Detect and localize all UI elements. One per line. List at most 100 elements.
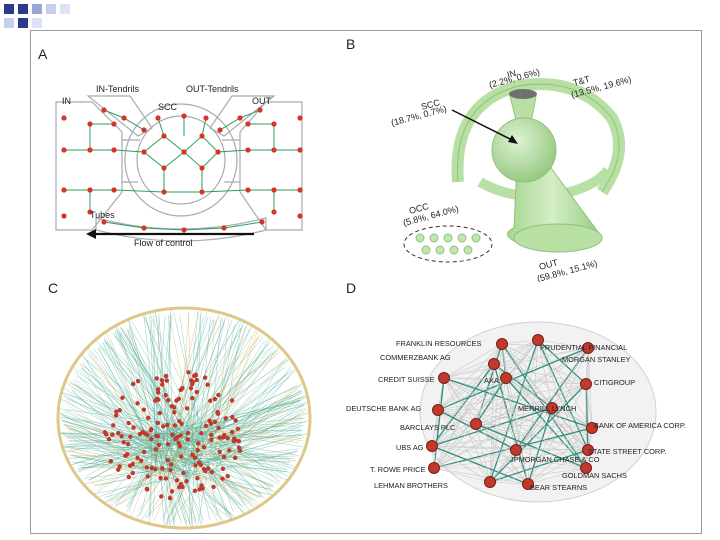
bank-network-edge [475, 423, 593, 429]
network-node [159, 378, 165, 383]
corner-decoration [0, 0, 110, 40]
bank-network-edge [551, 383, 587, 409]
bank-network-edge [527, 467, 587, 485]
bank-node [580, 378, 592, 390]
bank-network-edge [537, 339, 553, 409]
bank-network-edge [437, 363, 495, 411]
bank-network-edge [437, 343, 503, 411]
network-node [144, 465, 149, 470]
network-node [174, 478, 180, 483]
network-node [236, 439, 242, 444]
bank-node-label: T. ROWE PRICE [370, 465, 426, 474]
network-node [165, 398, 171, 403]
network-node [178, 482, 184, 487]
bank-node [496, 338, 508, 350]
bank-network-edge [489, 427, 593, 483]
network-node [153, 447, 159, 452]
network-node [233, 418, 238, 423]
network-node [178, 387, 183, 393]
network-node [157, 410, 163, 416]
network-edges [59, 309, 310, 528]
network-node [160, 424, 166, 429]
bank-node-label: GOLDMAN SACHS [562, 471, 627, 480]
bank-network-edge [443, 377, 589, 451]
network-node [117, 407, 122, 413]
network-node [194, 377, 199, 383]
network-node [217, 449, 222, 455]
panel-a: A [34, 40, 334, 280]
network-node [108, 458, 114, 464]
bank-node [500, 372, 512, 384]
network-node [113, 413, 119, 418]
network-node [142, 431, 148, 436]
network-node [208, 432, 214, 438]
network-node [220, 476, 225, 481]
bank-network-edge [551, 407, 587, 469]
network-node [193, 463, 198, 468]
occ-region [403, 225, 493, 263]
bank-network-edge [501, 343, 593, 429]
network-node [120, 395, 125, 400]
network-node [177, 418, 182, 424]
bank-node [432, 404, 444, 416]
network-node [202, 375, 208, 380]
bank-network-edge [585, 383, 589, 451]
network-node [178, 433, 183, 438]
network-node [110, 432, 115, 437]
network-graph [56, 306, 312, 530]
tubes-region [95, 217, 267, 242]
bank-network-edge [489, 449, 589, 483]
bank-network-edge [433, 377, 445, 469]
network-node [141, 407, 147, 412]
bank-network-edge [431, 445, 529, 485]
bank-node-label: MERRILL LYNCH [518, 404, 576, 413]
network-node [231, 438, 236, 444]
bank-node [438, 372, 450, 384]
network-node [135, 455, 140, 461]
bank-node-label: UBS AG [396, 443, 424, 452]
bank-network-edge [431, 423, 477, 447]
bank-network-edge [489, 449, 517, 483]
network-node [190, 381, 195, 387]
network-node [229, 398, 235, 403]
network-node [114, 409, 119, 414]
network-node [135, 378, 141, 384]
network-node [222, 433, 227, 438]
bank-network-edge [475, 423, 517, 451]
network-node [154, 396, 160, 402]
bank-network-edge [515, 449, 529, 485]
network-node [211, 484, 216, 490]
bank-network-edge [433, 467, 529, 485]
bank-network-edge [493, 363, 587, 385]
out-region [239, 101, 303, 231]
bank-network-edge [433, 409, 439, 469]
bank-node-label: AXA [484, 376, 499, 385]
bank-network-edge [437, 377, 507, 411]
bank-node-label: JPMORGAN CHASE & CO [510, 455, 600, 464]
network-node [172, 423, 178, 428]
bank-network-edge [431, 445, 589, 451]
bank-network-edge [475, 423, 529, 485]
network-node [172, 410, 177, 415]
network-node [209, 469, 215, 475]
bank-network-edge [431, 409, 439, 447]
network-node [217, 435, 222, 440]
bank-node-label: COMMERZBANK AG [380, 353, 451, 362]
network-node [165, 422, 170, 428]
bank-node [582, 444, 594, 456]
bank-node-label: BANK OF AMERICA CORP. [594, 421, 686, 430]
bank-network-edge [443, 377, 477, 425]
bank-node-label: BEAR STEARNS [530, 483, 587, 492]
bank-network-nodes [426, 334, 598, 490]
bank-network-edge [489, 377, 507, 483]
tube-ring [477, 166, 613, 202]
network-node [216, 392, 221, 398]
bank-network-edge [515, 347, 589, 451]
network-node [153, 466, 158, 472]
network-node [144, 486, 150, 492]
network-node [184, 406, 190, 411]
label-scc: SCC [158, 102, 178, 112]
network-node [195, 441, 201, 446]
network-node [164, 378, 169, 383]
network-node [225, 473, 230, 479]
